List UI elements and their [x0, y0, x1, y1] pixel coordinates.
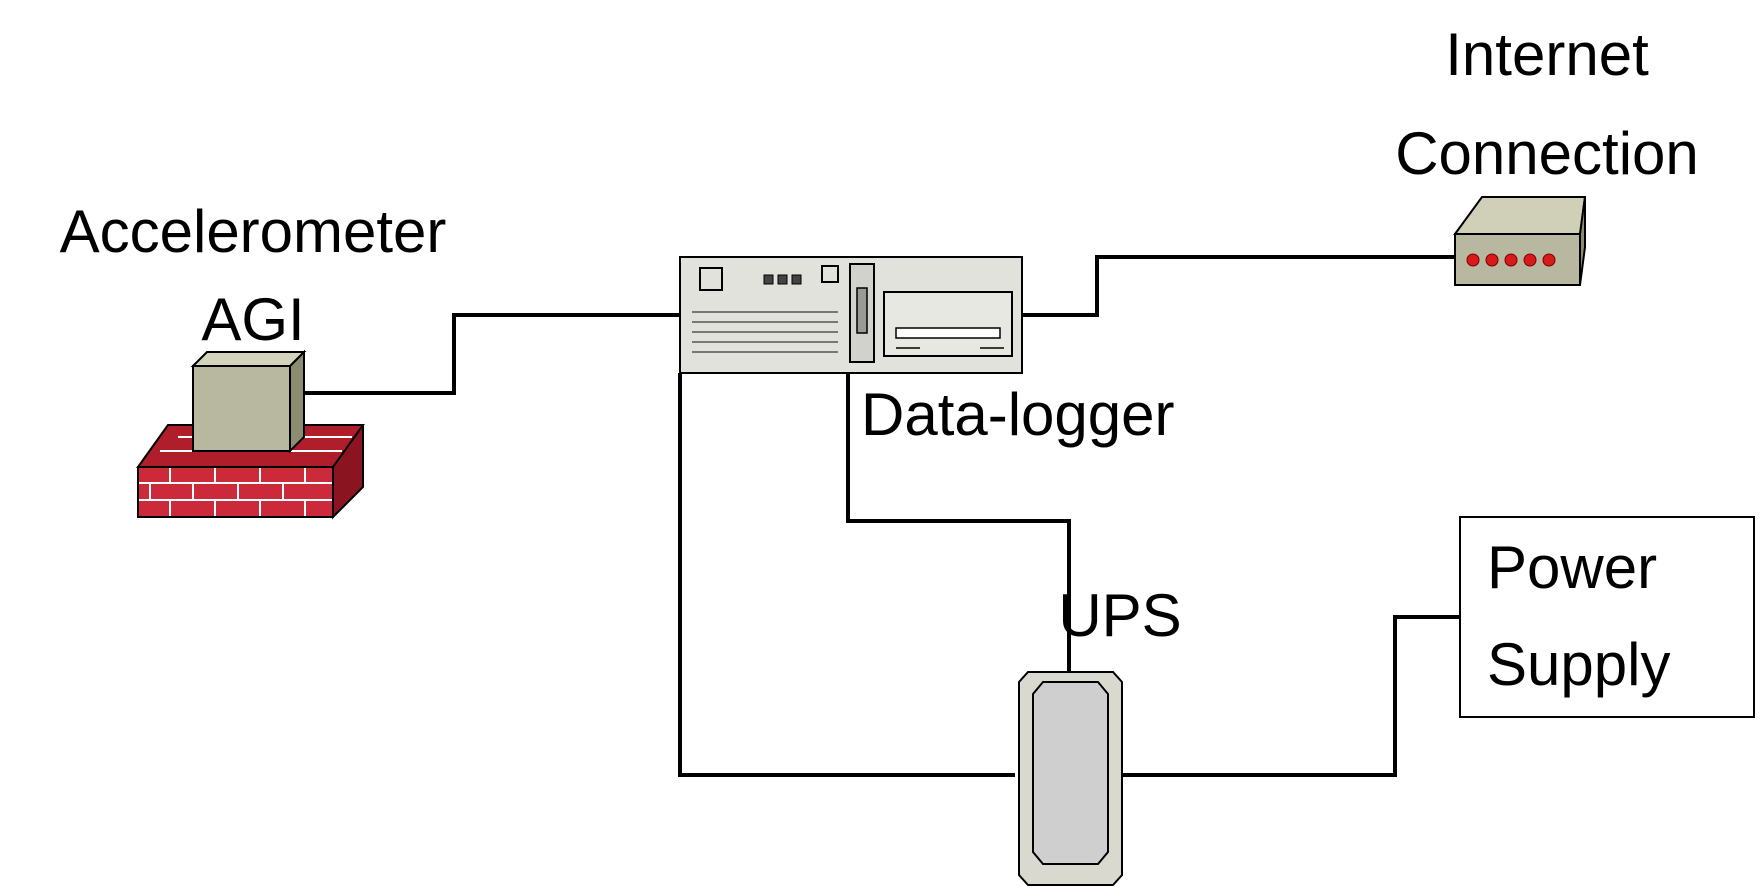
- power-supply-box: [1459, 516, 1755, 718]
- accelerometer-label-line1: Accelerometer: [60, 198, 447, 265]
- wire-datalogger-to-internet: [1022, 255, 1455, 317]
- wire-accelerometer-to-datalogger: [303, 313, 680, 395]
- internet-label-line1: Internet: [1445, 21, 1649, 88]
- ups-battery-icon: [1018, 671, 1123, 886]
- datalogger-label: Data-logger: [861, 381, 1175, 448]
- connection-wires: [303, 255, 1460, 777]
- wire-datalogger-to-ups: [846, 373, 1071, 672]
- accelerometer-on-brick-base-icon: [136, 349, 365, 520]
- power-supply-label-line2: Supply: [1487, 631, 1670, 698]
- wire-datalogger-to-ups-lower: [678, 373, 1015, 777]
- network-modem-icon: [1453, 196, 1587, 286]
- server-datalogger-icon: [679, 256, 1023, 374]
- power-supply-label-line1: Power: [1487, 534, 1657, 601]
- wire-ups-to-power-supply: [1122, 615, 1460, 777]
- accelerometer-label-line2: AGI: [201, 286, 304, 353]
- internet-label-line2: Connection: [1395, 120, 1699, 187]
- ups-label: UPS: [1058, 582, 1181, 649]
